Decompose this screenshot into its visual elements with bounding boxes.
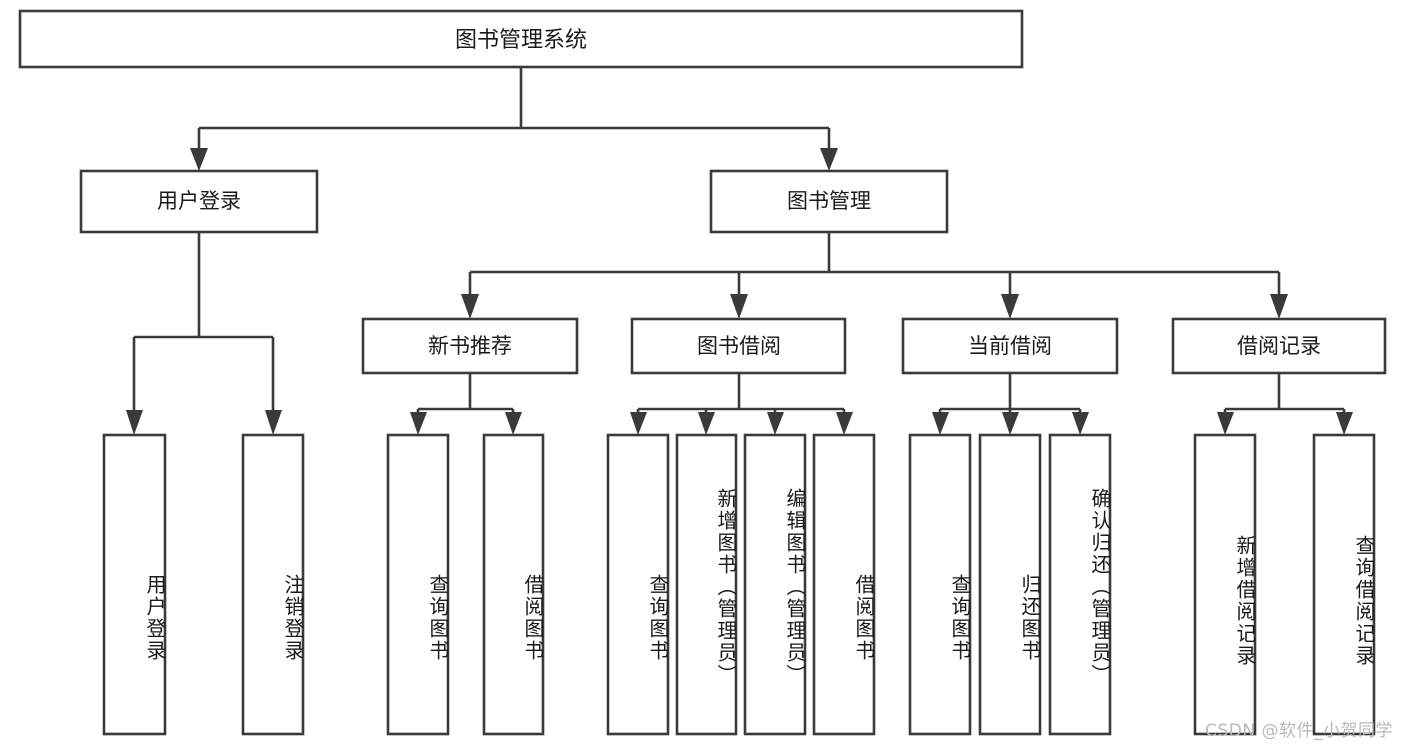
arrow-head-leaf-borrow-add-book — [698, 412, 715, 435]
node-label-current-borrow: 当前借阅 — [968, 334, 1052, 358]
node-box-leaf-user-login[interactable] — [102, 433, 167, 736]
arrow-head-book-borrow — [730, 294, 748, 319]
arrow-head-leaf-record-query — [1336, 412, 1353, 435]
node-label-book-management: 图书管理 — [787, 189, 871, 213]
arrow-head-book-management — [820, 148, 838, 171]
node-box-leaf-logout[interactable] — [241, 433, 305, 736]
arrow-head-leaf-user-login — [126, 410, 143, 435]
node-box-leaf-borrow-query-book[interactable] — [606, 433, 670, 736]
node-label-book-borrow: 图书借阅 — [697, 334, 781, 358]
arrow-head-leaf-current-query-book — [932, 412, 949, 435]
node-label-root: 图书管理系统 — [455, 28, 587, 53]
node-box-leaf-current-return-book[interactable] — [978, 433, 1042, 736]
node-box-new-book-recommend[interactable] — [361, 317, 579, 375]
arrow-head-new-book-recommend — [461, 294, 479, 319]
arrow-head-leaf-borrow-edit-book — [767, 412, 784, 435]
node-label-borrow-record: 借阅记录 — [1237, 334, 1321, 358]
node-box-user-login[interactable] — [79, 169, 319, 234]
node-box-leaf-rec-borrow-book[interactable] — [482, 433, 545, 736]
node-label-new-book-recommend: 新书推荐 — [428, 334, 512, 358]
node-label-user-login: 用户登录 — [157, 189, 241, 213]
arrow-head-leaf-rec-borrow-book — [505, 412, 522, 435]
watermark-text: CSDN @软件_小贺同学 — [1205, 721, 1393, 741]
arrow-head-leaf-current-return-book — [1002, 412, 1019, 435]
arrow-head-user-login — [190, 148, 208, 171]
node-box-leaf-borrow-edit-book[interactable] — [743, 433, 807, 736]
node-box-leaf-record-query[interactable] — [1312, 433, 1376, 736]
arrow-head-leaf-borrow-query-book — [630, 412, 647, 435]
node-box-leaf-borrow-add-book[interactable] — [675, 433, 738, 736]
arrow-head-borrow-record — [1270, 294, 1288, 319]
arrow-head-leaf-rec-query-book — [410, 412, 427, 435]
node-box-leaf-current-query-book[interactable] — [908, 433, 972, 736]
node-box-leaf-rec-query-book[interactable] — [386, 433, 450, 736]
arrow-head-current-borrow — [1001, 294, 1019, 319]
arrow-head-leaf-logout — [265, 410, 282, 435]
node-box-leaf-current-confirm-return[interactable] — [1048, 433, 1112, 736]
node-box-current-borrow[interactable] — [901, 317, 1119, 375]
arrow-head-leaf-current-confirm-return — [1072, 412, 1089, 435]
arrow-head-leaf-record-add — [1217, 412, 1234, 435]
node-box-leaf-borrow-borrow-book[interactable] — [812, 433, 876, 736]
node-box-leaf-record-add[interactable] — [1193, 433, 1257, 736]
node-box-root[interactable] — [18, 9, 1024, 69]
arrow-head-leaf-borrow-borrow-book — [836, 412, 853, 435]
